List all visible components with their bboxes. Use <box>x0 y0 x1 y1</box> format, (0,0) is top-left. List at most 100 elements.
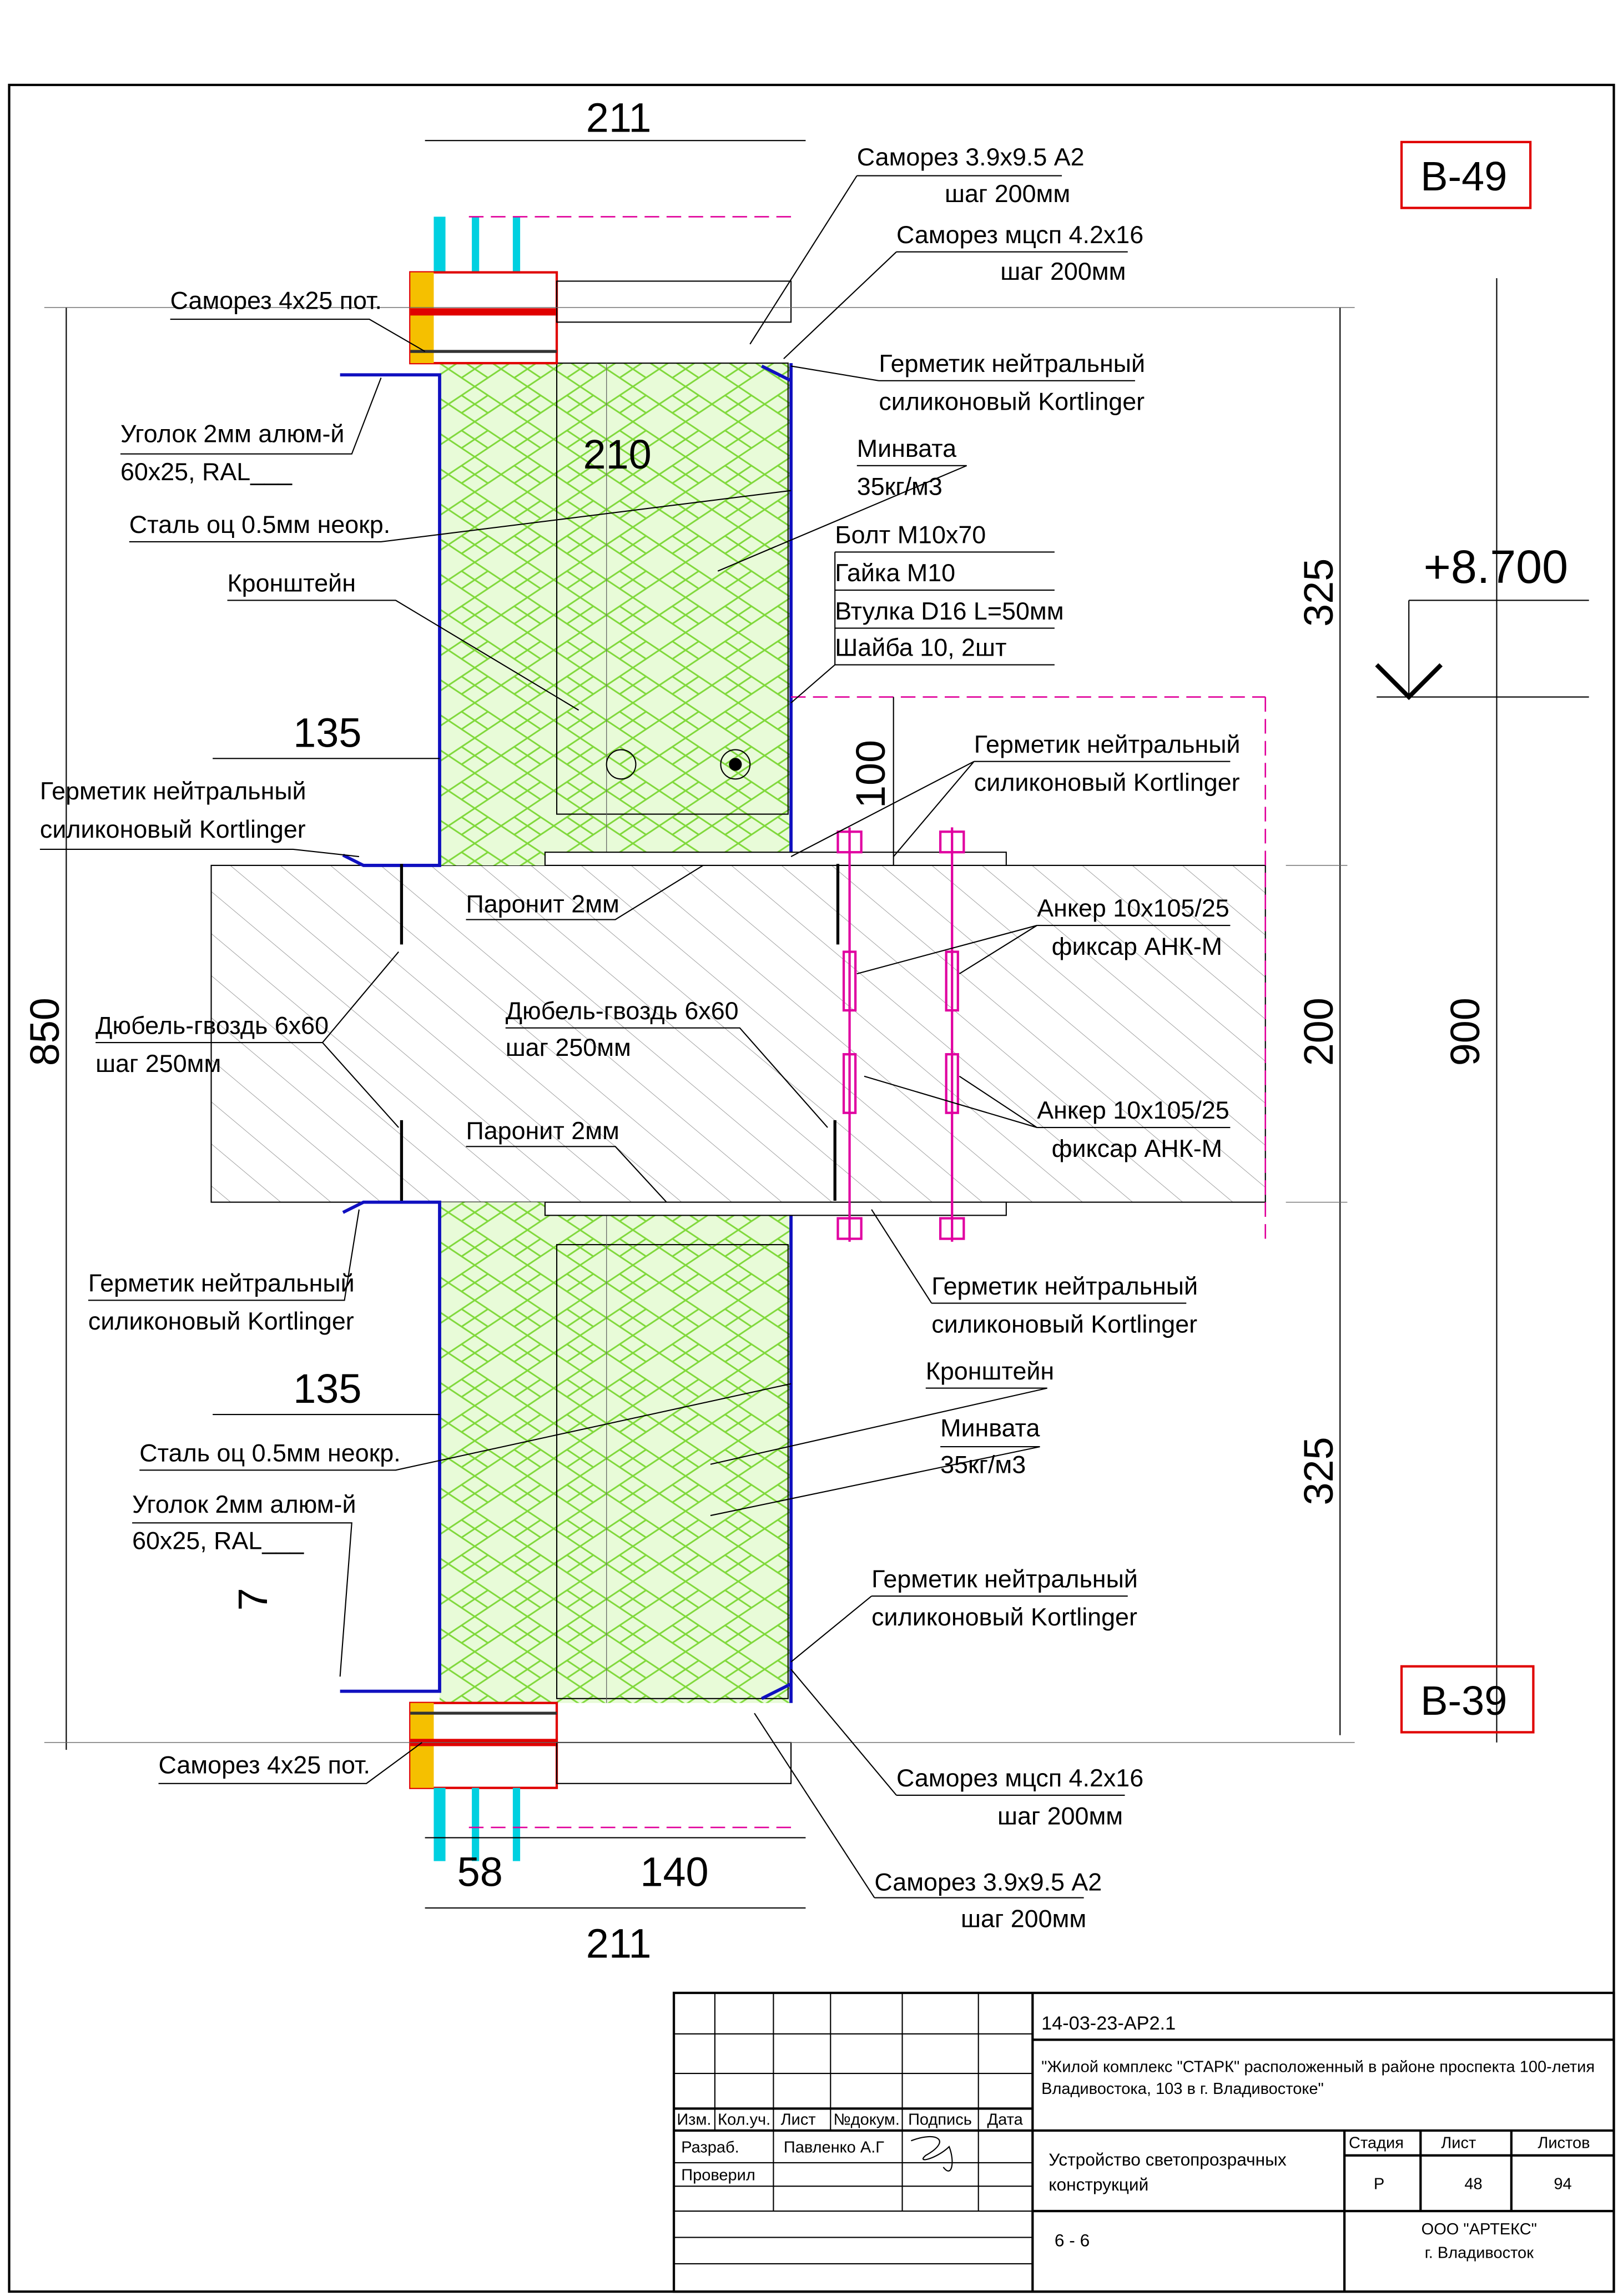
label-sleeve: Втулка D16 L=50мм <box>835 597 1063 625</box>
label-wool-top-2: 35кг/м3 <box>857 472 942 501</box>
label-washer: Шайба 10, 2шт <box>835 633 1006 662</box>
header-date: Дата <box>987 2111 1024 2128</box>
doc-code: 14-03-23-АР2.1 <box>1041 2013 1176 2034</box>
dim-100: 100 <box>848 740 894 808</box>
label-sealant-bottom-right-2: силиконовый Kortlinger <box>871 1603 1137 1631</box>
label-screw-a2-bottom-step: шаг 200мм <box>961 1904 1086 1932</box>
dim-58: 58 <box>457 1849 503 1895</box>
dim-135-top: 135 <box>293 709 361 756</box>
dim-140: 140 <box>640 1849 708 1895</box>
sheet-label: Лист <box>1441 2134 1476 2152</box>
label-wool-bottom-2: 35кг/м3 <box>940 1451 1026 1479</box>
title-block: 14-03-23-АР2.1 "Жилой комплекс "СТАРК" р… <box>672 1991 1615 2293</box>
label-paronite-bottom: Паронит 2мм <box>466 1116 619 1145</box>
dimension-lines <box>44 140 1498 1909</box>
stage-value: Р <box>1374 2175 1384 2193</box>
label-screw-mcsp-top-step: шаг 200мм <box>1000 257 1126 285</box>
label-angle-bottom: Уголок 2мм алюм-й <box>132 1490 356 1518</box>
label-dowel-center: Дюбель-гвоздь 6х60 <box>506 996 739 1025</box>
sheet-value: 48 <box>1464 2175 1482 2193</box>
dowels <box>400 864 840 1201</box>
label-screw-mcsp-bottom: Саморез мцсп 4.2x16 <box>896 1764 1143 1792</box>
dim-850: 850 <box>22 998 68 1066</box>
sheet-title-2: конструкций <box>1049 2174 1148 2194</box>
developed-label: Разраб. <box>681 2139 739 2157</box>
label-screw-mcsp-top: Саморез мцсп 4.2x16 <box>896 220 1143 249</box>
company-city: г. Владивосток <box>1425 2244 1534 2262</box>
section-mark-bottom-text: В-39 <box>1420 1678 1507 1724</box>
annotations: Саморез 3.9x9.5 А2 шаг 200мм Саморез мцс… <box>40 143 1241 1932</box>
label-nut: Гайка М10 <box>835 558 955 587</box>
steel-sheet-frame <box>340 363 793 1703</box>
section-mark-bottom: В-39 <box>1400 1665 1535 1734</box>
label-wool-top: Минвата <box>857 434 956 462</box>
label-anchor-bottom-2: фиксар АНК-М <box>1052 1134 1222 1162</box>
label-anchor-top-2: фиксар АНК-М <box>1052 932 1222 960</box>
developer-name: Павленко А.Г <box>784 2139 884 2157</box>
label-sealant-left-bottom: Герметик нейтральный <box>88 1269 355 1297</box>
insulation-top <box>440 363 792 865</box>
sheets-value: 94 <box>1554 2175 1571 2193</box>
sheets-label: Листов <box>1538 2134 1590 2152</box>
signature <box>910 2136 953 2172</box>
label-angle-bottom-2: 60х25, RAL___ <box>132 1527 304 1555</box>
label-sealant-mid-bottom: Герметик нейтральный <box>931 1272 1198 1300</box>
stage-label: Стадия <box>1349 2134 1404 2152</box>
label-screw-a2-top-step: шаг 200мм <box>945 179 1070 208</box>
dim-top-width: 211 <box>586 94 652 140</box>
header-qty: Кол.уч. <box>718 2111 770 2128</box>
anchors <box>836 827 965 1242</box>
label-angle-top: Уголок 2мм алюм-й <box>120 420 344 448</box>
label-bolt: Болт М10х70 <box>835 521 986 549</box>
level-mark: +8.700 <box>1424 541 1568 593</box>
label-angle-top-2: 60х25, RAL___ <box>120 457 293 486</box>
label-dowel-left: Дюбель-гвоздь 6х60 <box>95 1011 329 1039</box>
label-anchor-top: Анкер 10х105/25 <box>1037 894 1229 922</box>
dim-325-bottom: 325 <box>1296 1437 1342 1505</box>
label-sealant-top-right-2: силиконовый Kortlinger <box>879 387 1145 416</box>
label-screw-a2-bottom: Саморез 3.9x9.5 А2 <box>874 1867 1102 1896</box>
bolts <box>606 749 751 780</box>
dim-bottom-width: 211 <box>586 1921 652 1967</box>
label-anchor-bottom: Анкер 10х105/25 <box>1037 1096 1229 1124</box>
project-line-2: Владивостока, 103 в г. Владивостоке" <box>1041 2080 1324 2098</box>
dim-210: 210 <box>583 431 652 477</box>
label-screw-4x25-top: Саморез 4х25 пот. <box>170 286 382 315</box>
header-signature: Подпись <box>908 2111 972 2128</box>
label-screw-4x25-bottom: Саморез 4х25 пот. <box>159 1750 370 1779</box>
label-sealant-left-top-2: силиконовый Kortlinger <box>40 815 306 843</box>
label-sealant-left-top: Герметик нейтральный <box>40 777 306 805</box>
leader-lines <box>39 175 1231 1899</box>
window-frame-top <box>409 216 792 365</box>
header-sheet: Лист <box>781 2111 816 2128</box>
checked-label: Проверил <box>681 2167 755 2184</box>
label-screw-a2-top: Саморез 3.9x9.5 А2 <box>857 143 1085 171</box>
label-dowel-left-2: шаг 250мм <box>95 1049 221 1077</box>
header-doc-no: №докум. <box>834 2111 900 2128</box>
label-wool-bottom: Минвата <box>940 1414 1040 1442</box>
level-marker <box>1375 600 1589 701</box>
sheet-title-1: Устройство светопрозрачных <box>1049 2149 1287 2169</box>
label-sealant-mid-top: Герметик нейтральный <box>974 730 1241 758</box>
label-sealant-bottom-right: Герметик нейтральный <box>871 1564 1138 1593</box>
insulation-bottom <box>440 1202 792 1703</box>
label-sealant-mid-top-2: силиконовый Kortlinger <box>974 768 1240 796</box>
bracket-outlines <box>556 362 789 1703</box>
dim-7: 7 <box>230 1588 276 1610</box>
dim-200: 200 <box>1296 998 1342 1066</box>
label-sealant-mid-bottom-2: силиконовый Kortlinger <box>931 1310 1197 1338</box>
label-bracket-bottom: Кронштейн <box>926 1357 1054 1385</box>
label-dowel-center-2: шаг 250мм <box>506 1033 631 1061</box>
label-sealant-left-bottom-2: силиконовый Kortlinger <box>88 1307 354 1335</box>
label-bracket-top: Кронштейн <box>228 569 356 597</box>
label-steel-top: Сталь оц 0.5мм неокр. <box>129 510 390 538</box>
dim-900: 900 <box>1442 998 1488 1066</box>
window-frame-bottom <box>409 1701 792 1861</box>
dim-325-top: 325 <box>1296 558 1342 627</box>
label-steel-bottom: Сталь оц 0.5мм неокр. <box>139 1438 400 1467</box>
magenta-dashed-lines <box>468 216 1267 1829</box>
label-sealant-top-right: Герметик нейтральный <box>879 349 1145 377</box>
section-label: 6 - 6 <box>1055 2230 1090 2250</box>
company-name: ООО "АРТЕКС" <box>1422 2221 1537 2238</box>
